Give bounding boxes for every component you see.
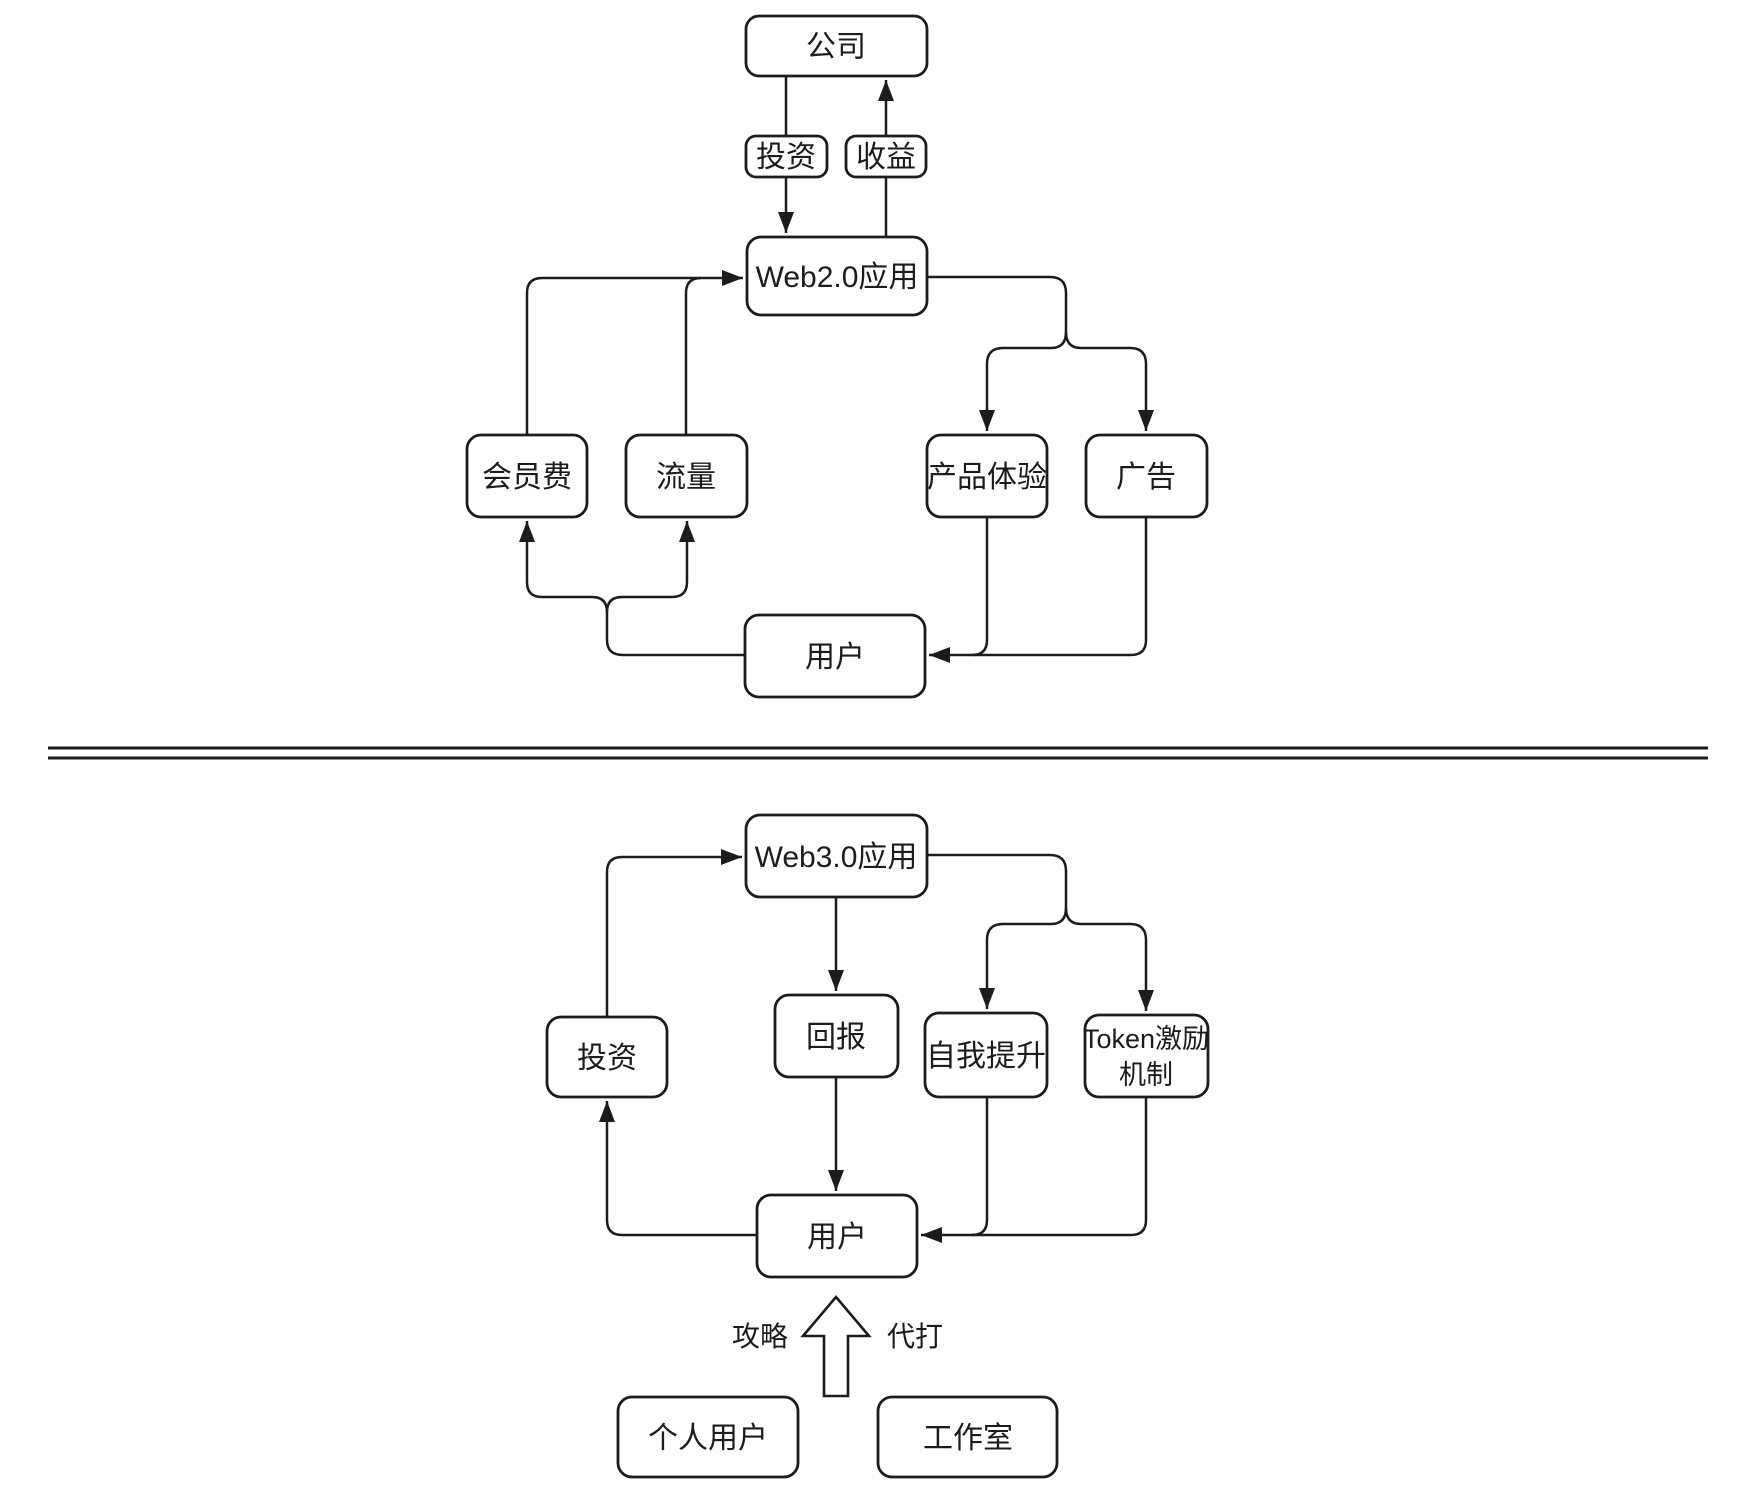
edge-selfimprovement-to-user-icon — [971, 1097, 989, 1237]
boosting-edge-label: 代打 — [887, 1321, 943, 1352]
node-traffic: 流量 — [624, 433, 749, 519]
node-web2-app: Web2.0应用 — [745, 235, 929, 317]
edge-ads-to-user-icon — [929, 517, 1148, 663]
node-invest-label-text: 投资 — [756, 141, 816, 174]
node-studio-box — [876, 1395, 1059, 1479]
node-ads-box — [1084, 433, 1209, 519]
node-ads-label: 广告 — [1116, 461, 1176, 494]
node-individual-user-box — [616, 1395, 800, 1479]
edge-token-to-user-icon — [921, 1097, 1148, 1243]
edge-user-split-stem-icon — [605, 612, 745, 657]
node-token-incentive-box — [1083, 1013, 1210, 1099]
node-web3-app: Web3.0应用 — [744, 813, 929, 899]
edge-user-to-traffic-icon — [605, 521, 695, 613]
node-user-bottom: 用户 — [755, 1193, 919, 1279]
edge-traffic-to-web2-icon — [684, 276, 702, 435]
node-ads: 广告 — [1084, 433, 1209, 519]
node-individual-user-label: 个人用户 — [648, 1422, 768, 1455]
node-invest-label-box — [744, 134, 829, 179]
web3-diagram: 攻略 代打 Web3.0应用 投资 回报 自我提升 Token激励 — [545, 813, 1210, 1479]
node-token-incentive: Token激励 机制 — [1083, 1013, 1210, 1099]
node-self-improvement: 自我提升 — [923, 1011, 1049, 1099]
edge-user-to-invest-icon — [599, 1101, 757, 1237]
node-product-experience: 产品体验 — [925, 433, 1049, 519]
node-company-label: 公司 — [806, 31, 866, 64]
edge-web3-fork-stem-icon — [927, 853, 1068, 908]
node-product-experience-box — [925, 433, 1049, 519]
node-company-box — [744, 14, 929, 78]
block-arrow-up-icon — [800, 1294, 872, 1398]
node-web2-app-label: Web2.0应用 — [756, 261, 919, 294]
node-web3-app-label: Web3.0应用 — [755, 841, 918, 874]
node-revenue-label: 收益 — [844, 134, 928, 179]
node-traffic-box — [624, 433, 749, 519]
node-studio: 工作室 — [876, 1395, 1059, 1479]
node-user-bottom-box — [755, 1193, 919, 1279]
node-membership-fee-box — [465, 433, 589, 519]
node-product-experience-label: 产品体验 — [927, 461, 1047, 494]
edge-web2-fork-stem-icon — [927, 275, 1068, 332]
node-user-top-box — [743, 613, 927, 699]
node-self-improvement-box — [923, 1011, 1049, 1099]
node-token-incentive-label-line2: 机制 — [1119, 1060, 1173, 1090]
node-user-bottom-label: 用户 — [807, 1221, 867, 1254]
node-invest-box — [545, 1015, 669, 1099]
strategy-edge-label: 攻略 — [732, 1321, 788, 1352]
node-reward-label: 回报 — [806, 1021, 866, 1054]
node-invest-label: 投资 — [744, 134, 829, 179]
edge-web3-to-token-icon — [1064, 907, 1154, 1011]
node-web3-app-box — [744, 813, 929, 899]
node-invest: 投资 — [545, 1015, 669, 1099]
node-reward-box — [773, 993, 900, 1079]
section-divider — [48, 746, 1708, 760]
node-revenue-label-text: 收益 — [856, 141, 916, 174]
node-revenue-label-box — [844, 134, 928, 179]
node-user-top: 用户 — [743, 613, 927, 699]
node-individual-user: 个人用户 — [616, 1395, 800, 1479]
node-traffic-label: 流量 — [656, 461, 716, 494]
edge-web3-to-selfimprovement-icon — [979, 907, 1068, 1009]
edge-user-to-membershipfee-icon — [519, 521, 609, 613]
node-membership-fee: 会员费 — [465, 433, 589, 519]
web2-diagram: 公司 投资 收益 Web2.0应用 会员费 流量 — [465, 14, 1209, 699]
node-company: 公司 — [744, 14, 929, 78]
node-invest-label: 投资 — [577, 1042, 637, 1075]
edge-productexperience-to-user-icon — [971, 517, 989, 657]
edge-web2-to-ads-icon — [1064, 331, 1154, 431]
node-self-improvement-label: 自我提升 — [926, 1040, 1046, 1073]
node-membership-fee-label: 会员费 — [482, 461, 572, 494]
edge-membershipfee-to-web2-icon — [525, 270, 743, 435]
node-token-incentive-label-line1: Token激励 — [1083, 1024, 1209, 1054]
node-reward: 回报 — [773, 993, 900, 1079]
node-web2-app-box — [745, 235, 929, 317]
edge-invest-to-web3-icon — [605, 849, 742, 1017]
node-user-top-label: 用户 — [805, 641, 865, 674]
edge-web2-to-productexperience-icon — [979, 331, 1068, 431]
node-studio-label: 工作室 — [923, 1422, 1013, 1455]
